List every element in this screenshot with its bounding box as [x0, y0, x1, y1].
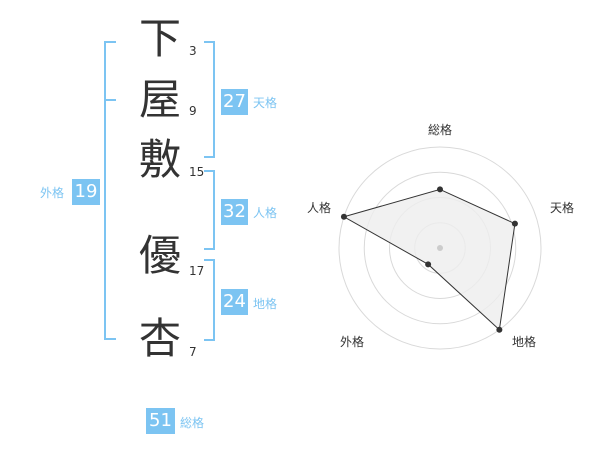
- tenkaku-value: 27: [221, 89, 248, 115]
- radar-ring-3: [363, 171, 517, 325]
- chikaku-bracket-vertical: [213, 259, 215, 341]
- radar-ring-4: [338, 146, 542, 350]
- stroke-count-5: 7: [189, 345, 197, 359]
- stroke-count-3: 15: [189, 165, 205, 179]
- name-char-3: 敷: [138, 135, 181, 184]
- jinkaku-label: 人格: [253, 206, 278, 220]
- name-char-4: 優: [138, 231, 181, 280]
- radar-point-1: [437, 186, 443, 193]
- soukaku-label: 総格: [180, 416, 205, 430]
- jinkaku-bracket-bottom: [204, 248, 215, 250]
- gaikaku-label: 外格: [40, 186, 65, 200]
- gaikaku-bracket-top: [104, 41, 116, 43]
- radar-axis-label-soukaku: 総格: [428, 123, 453, 137]
- radar-point-3: [496, 326, 503, 333]
- radar-point-4: [425, 261, 432, 268]
- radar-point-2: [511, 220, 518, 227]
- jinkaku-bracket-vertical: [213, 170, 215, 250]
- gaikaku-bracket-bottom: [104, 338, 116, 340]
- chikaku-label: 地格: [253, 297, 278, 311]
- chikaku-value: 24: [221, 289, 248, 315]
- name-char-2: 屋: [138, 75, 181, 124]
- name-char-5: 杏: [138, 314, 181, 363]
- radar-center-dot: [437, 245, 443, 251]
- soukaku-value: 51: [146, 408, 175, 434]
- radar-axis-label-chikaku: 地格: [512, 335, 537, 349]
- jinkaku-value: 32: [221, 199, 248, 225]
- radar-axis-label-gaikaku: 外格: [340, 335, 365, 349]
- tenkaku-bracket-vertical: [213, 41, 215, 158]
- radar-axis-label-jinkaku: 人格: [307, 201, 332, 215]
- jinkaku-bracket-top: [204, 170, 215, 172]
- chikaku-bracket-bottom: [204, 339, 215, 341]
- tenkaku-label: 天格: [253, 96, 278, 110]
- radar-point-5: [340, 213, 347, 220]
- tenkaku-bracket-top: [204, 41, 215, 43]
- gaikaku-bracket-mid: [104, 99, 116, 101]
- radar-data-polygon: [342, 188, 516, 331]
- gaikaku-bracket-vertical: [104, 41, 106, 340]
- stroke-count-1: 3: [189, 44, 197, 58]
- chikaku-bracket-top: [204, 259, 215, 261]
- stroke-count-4: 17: [189, 264, 205, 278]
- stroke-count-2: 9: [189, 104, 197, 118]
- name-char-1: 下: [138, 14, 181, 63]
- radar-axis-label-tenkaku: 天格: [550, 201, 575, 215]
- tenkaku-bracket-bottom: [204, 156, 215, 158]
- gaikaku-value: 19: [72, 179, 100, 205]
